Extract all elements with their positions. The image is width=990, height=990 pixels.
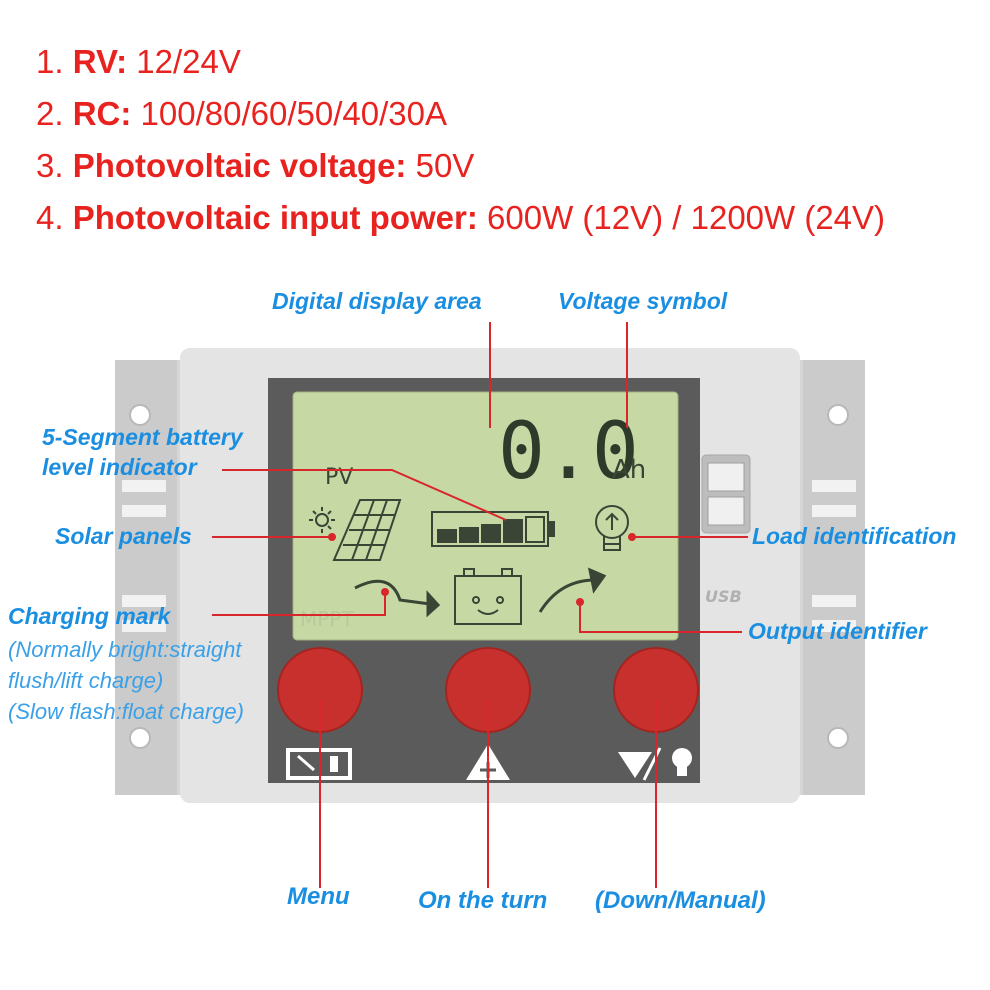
spec-row: 1. RV: 12/24V [36,36,885,88]
spec-value: 100/80/60/50/40/30A [140,95,447,132]
usb-port-icon [701,454,751,534]
label-output-identifier: Output identifier [748,618,927,644]
output-arrow-icon [538,567,607,613]
spec-key: Photovoltaic input power: [72,199,478,236]
label-charging-note-1: (Normally bright:straight [8,637,242,662]
spec-key: RV: [72,43,128,80]
spec-row: 3. Photovoltaic voltage: 50V [36,140,885,192]
label-voltage-symbol: Voltage symbol [558,288,728,314]
down-bulb-icon [618,747,692,781]
spec-key: Photovoltaic voltage: [72,147,407,184]
label-battery-indicator-1: 5-Segment battery [42,424,243,450]
label-on-the-turn: On the turn [418,887,548,914]
spec-value: 600W (12V) / 1200W (24V) [487,199,886,236]
spec-number: 1. [36,43,64,80]
spec-value: 50V [415,147,475,184]
solar-panel-icon [332,499,402,561]
spec-key: RC: [72,95,132,132]
spec-number: 2. [36,95,64,132]
lcd-screen [292,391,679,641]
pointer-lines [212,322,748,888]
spec-value: 12/24V [136,43,241,80]
spec-number: 4. [36,199,64,236]
bulb-icon [595,505,629,551]
label-menu: Menu [287,883,350,910]
label-down-manual: (Down/Manual) [595,887,766,914]
label-solar-panels: Solar panels [55,523,192,549]
lcd-reading: 0.0 [498,407,639,497]
label-charging-note-2: flush/lift charge) [8,668,164,693]
usb-text: USB [705,587,742,606]
lcd-pv: PV [325,465,353,490]
spec-number: 3. [36,147,64,184]
label-load-identification: Load identification [752,523,957,549]
label-charging-mark: Charging mark [8,603,171,629]
label-digital-display: Digital display area [272,288,482,314]
label-battery-indicator-2: level indicator [42,454,197,480]
battery-face-icon [454,568,522,625]
charge-arrow-icon [354,579,441,618]
pointer-dots [328,533,636,606]
sun-icon [309,507,335,533]
spec-row: 4. Photovoltaic input power: 600W (12V) … [36,192,885,244]
lcd-unit: Ah [612,455,646,485]
spec-list: 1. RV: 12/24V 2. RC: 100/80/60/50/40/30A… [36,36,885,244]
mppt-logo: MPPT [300,607,354,631]
label-charging-note-3: (Slow flash:float charge) [8,699,244,724]
spec-row: 2. RC: 100/80/60/50/40/30A [36,88,885,140]
